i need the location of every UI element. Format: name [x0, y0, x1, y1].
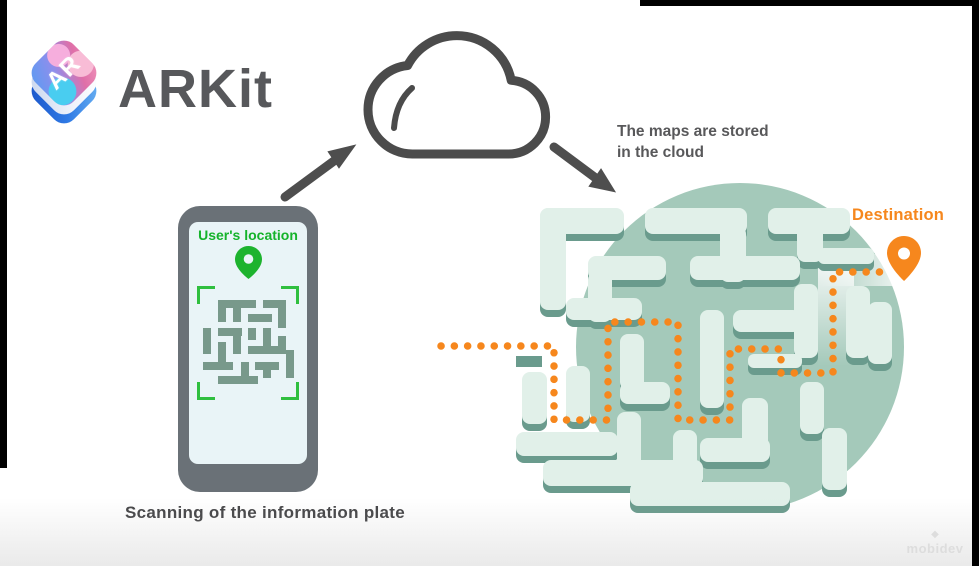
destination-pin-icon: [887, 236, 921, 281]
watermark: ◆ mobidev: [900, 530, 970, 558]
phone: User's location: [178, 206, 318, 492]
phone-caption: Scanning of the information plate: [60, 503, 470, 523]
badge-ar-text: AR: [41, 50, 87, 96]
entry-corridor-shadow: [516, 356, 542, 367]
cloud-inner-accent: [391, 85, 415, 131]
scan-corner-tr: [281, 286, 299, 304]
arkit-badge-icon: AR: [22, 34, 106, 130]
user-location-label: User's location: [198, 227, 298, 243]
cloud-caption-line1: The maps are stored: [617, 123, 769, 140]
letterbox-top: [640, 0, 979, 6]
scan-corner-tl: [197, 286, 215, 304]
maze-walls: [516, 208, 892, 506]
letterbox-left: [0, 0, 7, 468]
diamond-logo-icon: ◆: [931, 529, 939, 540]
watermark-text: mobidev: [906, 541, 964, 556]
map-pin-icon: [235, 246, 262, 279]
scan-frame: [197, 286, 299, 400]
arrow-phone-to-cloud-icon: [280, 144, 357, 202]
scan-corner-bl: [197, 382, 215, 400]
cloud-caption: The maps are stored in the cloud: [617, 121, 769, 163]
letterbox-right: [972, 0, 979, 566]
phone-screen: User's location: [189, 222, 307, 464]
bottom-fade-overlay: [0, 498, 979, 566]
arkit-title: ARKit: [118, 59, 273, 119]
cloud-caption-line2: in the cloud: [617, 144, 704, 161]
destination-label: Destination: [852, 206, 945, 224]
cloud-outline-icon: [368, 36, 546, 154]
maze-qr-pattern: [203, 300, 294, 384]
scan-corner-br: [281, 382, 299, 400]
dotted-route-path: [437, 268, 891, 424]
arrow-cloud-to-maze-icon: [549, 142, 617, 193]
